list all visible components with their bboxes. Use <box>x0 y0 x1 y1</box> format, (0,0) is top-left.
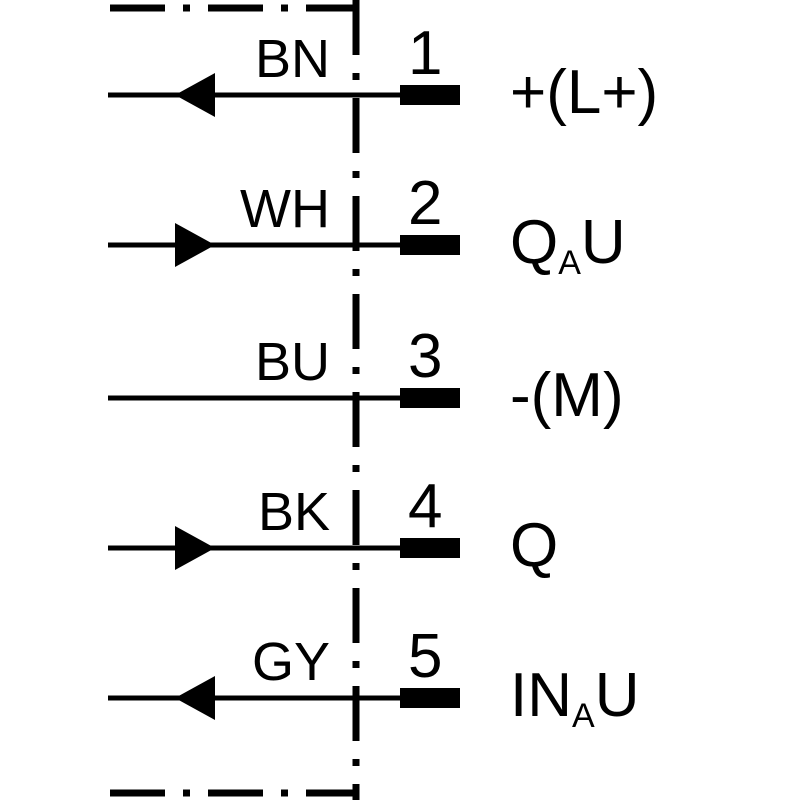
pin-function-main: -(M) <box>510 361 624 430</box>
pin-function-subscript: A <box>572 696 595 735</box>
arrow-right-icon <box>175 223 215 267</box>
terminal-1 <box>400 85 460 105</box>
pin-function-4: Q <box>510 515 558 577</box>
wire-color-label-3: BU <box>254 332 330 392</box>
wire-color-label-1: BN <box>254 29 330 89</box>
pin-function-tail: U <box>580 208 626 277</box>
terminal-2 <box>400 235 460 255</box>
pin-number-1: 1 <box>408 19 443 88</box>
pin-function-main: +(L+) <box>510 58 659 127</box>
terminal-5 <box>400 688 460 708</box>
pin-function-main: IN <box>510 661 572 730</box>
terminal-4 <box>400 538 460 558</box>
pin-function-main: Q <box>510 511 559 580</box>
pin-function-main: Q <box>510 208 559 277</box>
wire-color-label-2: WH <box>240 179 330 239</box>
arrow-right-icon <box>175 526 215 570</box>
terminal-3 <box>400 388 460 408</box>
pin-function-tail: U <box>594 661 640 730</box>
pin-function-5: INAU <box>510 665 639 733</box>
pin-function-subscript: A <box>558 243 581 282</box>
wire-color-label-5: GY <box>251 632 330 692</box>
pin-number-3: 3 <box>408 322 443 391</box>
arrow-left-icon <box>175 676 215 720</box>
wire-group <box>108 73 460 720</box>
pin-number-5: 5 <box>408 622 443 691</box>
pin-number-4: 4 <box>408 472 443 541</box>
pin-number-2: 2 <box>408 169 443 238</box>
pin-function-1: +(L+) <box>510 62 658 124</box>
arrow-left-icon <box>175 73 215 117</box>
pin-function-2: QAU <box>510 212 626 280</box>
wire-color-label-4: BK <box>257 482 330 542</box>
pin-function-3: -(M) <box>510 365 624 427</box>
